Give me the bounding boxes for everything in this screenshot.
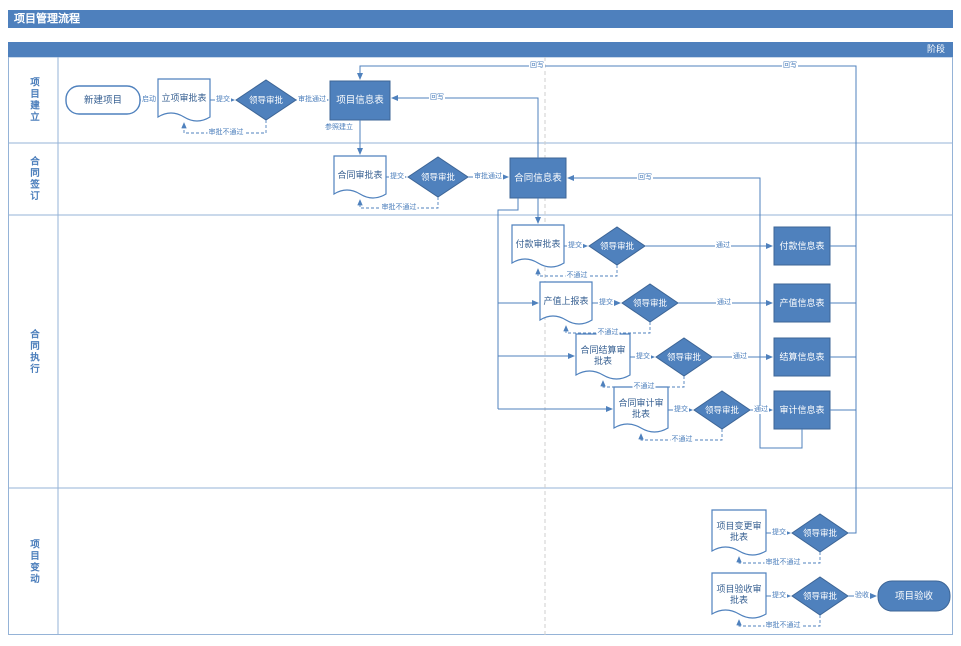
edge-label-reference-create: 参照建立 bbox=[324, 124, 354, 132]
data-contract-info-shape bbox=[509, 157, 567, 199]
decision-setup-shape bbox=[235, 79, 297, 121]
decision-change-shape bbox=[791, 513, 849, 553]
edge-label-writeback-contract-info: 回写 bbox=[637, 174, 653, 182]
lane-contract-execution: 合同执行 bbox=[8, 215, 58, 488]
edge-label-submit-setup: 提交 bbox=[215, 96, 231, 104]
decision-output-shape bbox=[621, 283, 679, 323]
edge-label-accept: 验收 bbox=[854, 592, 870, 600]
decision-payment-shape bbox=[588, 226, 646, 266]
data-audit-info-shape bbox=[773, 390, 831, 430]
edge-label-submit-contract: 提交 bbox=[389, 173, 405, 181]
edge-label-submit-change: 提交 bbox=[771, 529, 787, 537]
decision-audit-shape bbox=[693, 390, 751, 430]
data-payment-info-shape bbox=[773, 226, 831, 266]
edge-label-writeback-top-2: 回写 bbox=[782, 62, 798, 70]
shapes bbox=[65, 78, 951, 619]
data-project-info-shape bbox=[329, 80, 391, 121]
edge-label-start: 启动 bbox=[141, 96, 157, 104]
lane-label-project-setup: 项目建立 bbox=[28, 77, 39, 123]
edge-label-pass-settlement: 通过 bbox=[732, 353, 748, 361]
edge-label-submit-payment: 提交 bbox=[567, 242, 583, 250]
document-change-form-shape bbox=[711, 509, 767, 556]
edge-label-submit-acceptance: 提交 bbox=[771, 592, 787, 600]
edge-label-rejected-acceptance: 审批不通过 bbox=[764, 622, 802, 630]
edge-label-fail-payment: 不通过 bbox=[565, 272, 589, 280]
document-settlement-form-shape bbox=[575, 333, 631, 380]
document-acceptance-form-shape bbox=[711, 572, 767, 619]
lane-label-project-change: 项目变动 bbox=[28, 538, 39, 585]
edge-label-pass-output: 通过 bbox=[716, 299, 732, 307]
edge-label-submit-settlement: 提交 bbox=[635, 353, 651, 361]
document-contract-form-shape bbox=[333, 155, 387, 199]
edge-label-fail-output: 不通过 bbox=[596, 329, 620, 337]
data-output-info-shape bbox=[773, 283, 831, 323]
lane-contract-signing: 合同签订 bbox=[8, 143, 58, 215]
decision-settlement-shape bbox=[655, 337, 713, 377]
edge-label-submit-audit: 提交 bbox=[673, 406, 689, 414]
edge-label-submit-output: 提交 bbox=[598, 299, 614, 307]
edge-label-rejected-change: 审批不通过 bbox=[764, 559, 802, 567]
decision-contract-shape bbox=[407, 156, 469, 198]
edge-label-fail-settlement: 不通过 bbox=[632, 383, 656, 391]
edge-label-writeback-top-1: 回写 bbox=[529, 62, 545, 70]
edge-label-rejected-contract: 审批不通过 bbox=[380, 204, 418, 212]
lane-project-change: 项目变动 bbox=[8, 488, 58, 635]
decision-acceptance-shape bbox=[791, 576, 849, 616]
reject-connectors bbox=[181, 120, 821, 627]
diagram-title-bar: 项目管理流程 bbox=[8, 10, 953, 28]
edge-label-approved-setup: 审批通过 bbox=[297, 96, 327, 104]
lane-label-contract-signing: 合同签订 bbox=[28, 156, 39, 202]
document-payment-form-shape bbox=[511, 224, 565, 268]
document-setup-form-shape bbox=[157, 78, 211, 122]
edge-label-pass-payment: 通过 bbox=[715, 242, 731, 250]
start-new-project-shape bbox=[65, 85, 141, 115]
document-audit-form-shape bbox=[613, 386, 669, 433]
edge-label-pass-audit: 通过 bbox=[753, 406, 769, 414]
edge-label-fail-audit: 不通过 bbox=[670, 436, 694, 444]
edge-label-approved-contract: 审批通过 bbox=[473, 173, 503, 181]
phase-header-label: 阶段 bbox=[926, 44, 945, 54]
end-project-acceptance-shape bbox=[877, 580, 951, 612]
data-settlement-info-shape bbox=[773, 337, 831, 377]
lane-label-contract-execution: 合同执行 bbox=[28, 328, 39, 375]
lane-project-setup: 项目建立 bbox=[8, 57, 58, 143]
phase-header-bar: 阶段 bbox=[8, 42, 953, 57]
document-output-form-shape bbox=[539, 281, 593, 325]
page-title: 项目管理流程 bbox=[14, 13, 80, 25]
edge-label-rejected-setup: 审批不通过 bbox=[207, 129, 245, 137]
edge-label-writeback-contract-project: 回写 bbox=[429, 94, 445, 102]
